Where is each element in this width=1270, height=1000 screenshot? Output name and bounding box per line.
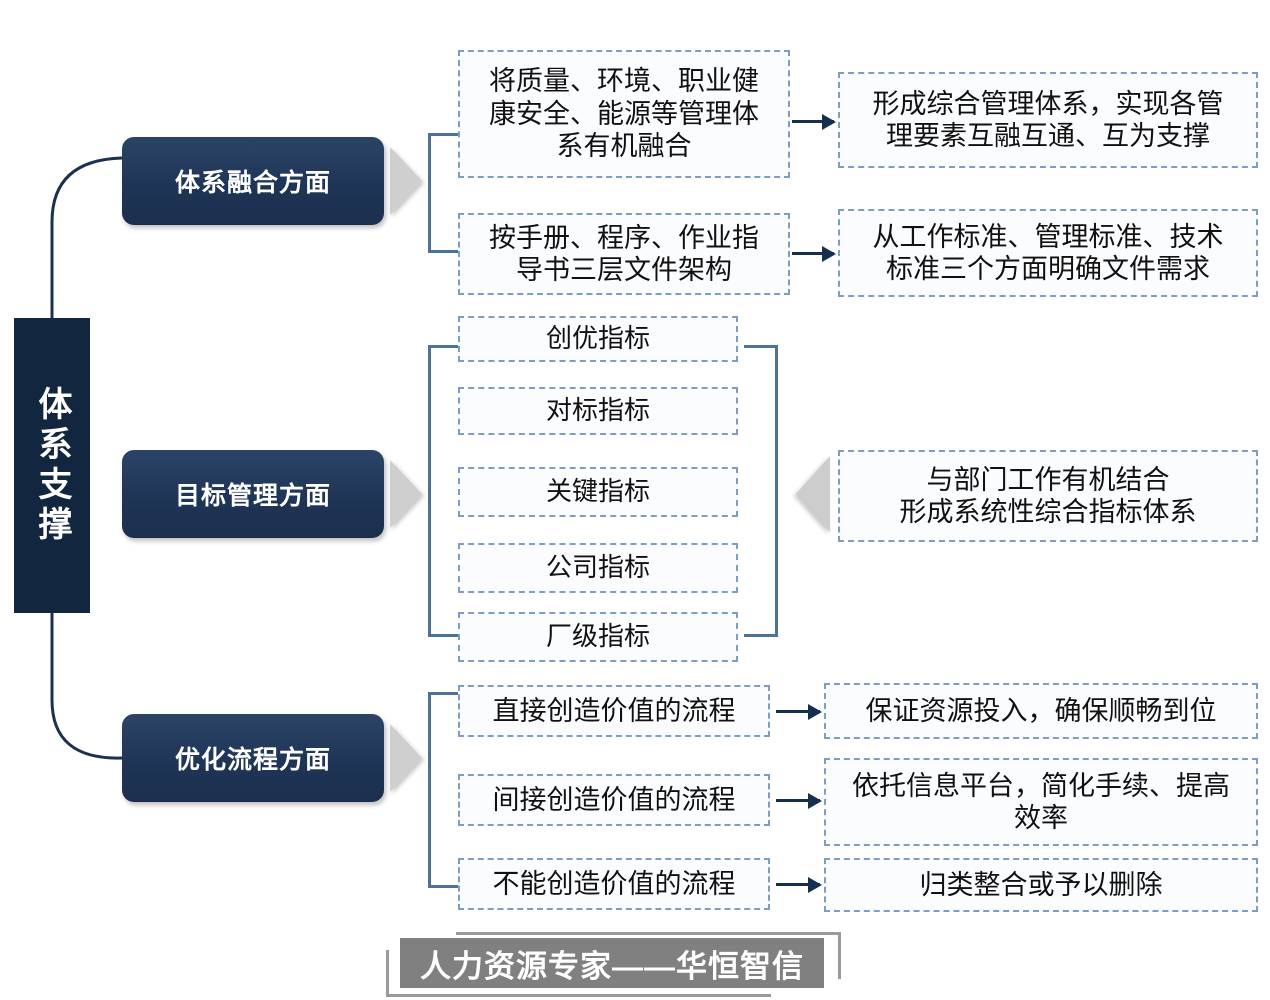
branch-3-bracket bbox=[428, 692, 462, 888]
branch-pill-process-optimization[interactable]: 优化流程方面 bbox=[122, 714, 384, 802]
dashed-box-left-3-3: 不能创造价值的流程 bbox=[458, 858, 770, 910]
indicator-box: 关键指标 bbox=[458, 467, 738, 517]
root-pillar: 体系支撑 bbox=[14, 318, 90, 613]
arrow-1-1 bbox=[792, 120, 834, 123]
branch-2-left-bracket bbox=[428, 345, 462, 637]
footer-frame-bottom-left bbox=[386, 950, 771, 997]
footer: 人力资源专家——华恒智信 bbox=[386, 932, 841, 997]
dashed-box-left-1-1: 将质量、环境、职业健 康安全、能源等管理体 系有机融合 bbox=[458, 50, 790, 178]
arrow-3-1 bbox=[776, 710, 820, 713]
root-pillar-label: 体系支撑 bbox=[33, 385, 71, 546]
dashed-box-text: 按手册、程序、作业指 导书三层文件架构 bbox=[489, 222, 759, 285]
indicator-box: 对标指标 bbox=[458, 387, 738, 435]
dashed-box-text: 将质量、环境、职业健 康安全、能源等管理体 系有机融合 bbox=[489, 66, 759, 162]
dashed-box-text: 不能创造价值的流程 bbox=[492, 868, 736, 899]
dashed-box-left-3-2: 间接创造价值的流程 bbox=[458, 774, 770, 826]
summary-arrow-triangle bbox=[796, 456, 830, 532]
branch-1-bracket bbox=[428, 133, 462, 253]
dashed-box-right-3-2: 依托信息平台，简化手续、提高 效率 bbox=[824, 758, 1258, 846]
branch-arrow-triangle-1 bbox=[390, 147, 422, 215]
dashed-box-text: 间接创造价值的流程 bbox=[492, 784, 736, 815]
branch-pill-label: 优化流程方面 bbox=[174, 746, 331, 774]
indicator-label: 关键指标 bbox=[545, 476, 650, 507]
dashed-box-text: 依托信息平台，简化手续、提高 效率 bbox=[852, 770, 1230, 833]
branch-pill-system-integration[interactable]: 体系融合方面 bbox=[122, 137, 384, 225]
arrow-3-3 bbox=[776, 883, 820, 886]
arrow-1-2 bbox=[792, 252, 834, 255]
branch-pill-label: 目标管理方面 bbox=[174, 482, 331, 510]
dashed-box-right-3-1: 保证资源投入，确保顺畅到位 bbox=[824, 683, 1258, 739]
dashed-box-text: 保证资源投入，确保顺畅到位 bbox=[865, 695, 1217, 726]
indicator-label: 对标指标 bbox=[545, 395, 650, 426]
indicator-label: 创优指标 bbox=[545, 323, 650, 354]
indicator-label: 公司指标 bbox=[545, 552, 650, 583]
dashed-box-right-1-1: 形成综合管理体系，实现各管 理要素互融互通、互为支撑 bbox=[838, 72, 1258, 168]
indicator-box: 厂级指标 bbox=[458, 612, 738, 662]
footer-frame-top-right bbox=[456, 932, 841, 979]
dashed-box-left-3-1: 直接创造价值的流程 bbox=[458, 685, 770, 737]
indicator-box: 创优指标 bbox=[458, 316, 738, 362]
dashed-box-right-3-3: 归类整合或予以删除 bbox=[824, 858, 1258, 912]
branch-2-right-bracket bbox=[744, 345, 778, 637]
arrow-3-2 bbox=[776, 799, 820, 802]
dashed-box-summary-2: 与部门工作有机结合 形成系统性综合指标体系 bbox=[838, 450, 1258, 542]
dashed-box-text: 形成综合管理体系，实现各管 理要素互融互通、互为支撑 bbox=[872, 88, 1224, 151]
indicator-box: 公司指标 bbox=[458, 543, 738, 593]
footer-band: 人力资源专家——华恒智信 bbox=[400, 938, 824, 988]
dashed-box-left-1-2: 按手册、程序、作业指 导书三层文件架构 bbox=[458, 213, 790, 295]
branch-pill-goal-management[interactable]: 目标管理方面 bbox=[122, 450, 384, 538]
dashed-box-text: 直接创造价值的流程 bbox=[492, 695, 736, 726]
branch-arrow-triangle-3 bbox=[390, 724, 422, 792]
dashed-box-text: 与部门工作有机结合 形成系统性综合指标体系 bbox=[899, 464, 1197, 527]
dashed-box-right-1-2: 从工作标准、管理标准、技术 标准三个方面明确文件需求 bbox=[838, 209, 1258, 297]
dashed-box-text: 从工作标准、管理标准、技术 标准三个方面明确文件需求 bbox=[872, 221, 1224, 284]
dashed-box-text: 归类整合或予以删除 bbox=[919, 869, 1163, 900]
indicator-label: 厂级指标 bbox=[545, 621, 650, 652]
branch-pill-label: 体系融合方面 bbox=[174, 169, 331, 197]
footer-text: 人力资源专家——华恒智信 bbox=[420, 948, 804, 984]
branch-arrow-triangle-2 bbox=[390, 460, 422, 528]
